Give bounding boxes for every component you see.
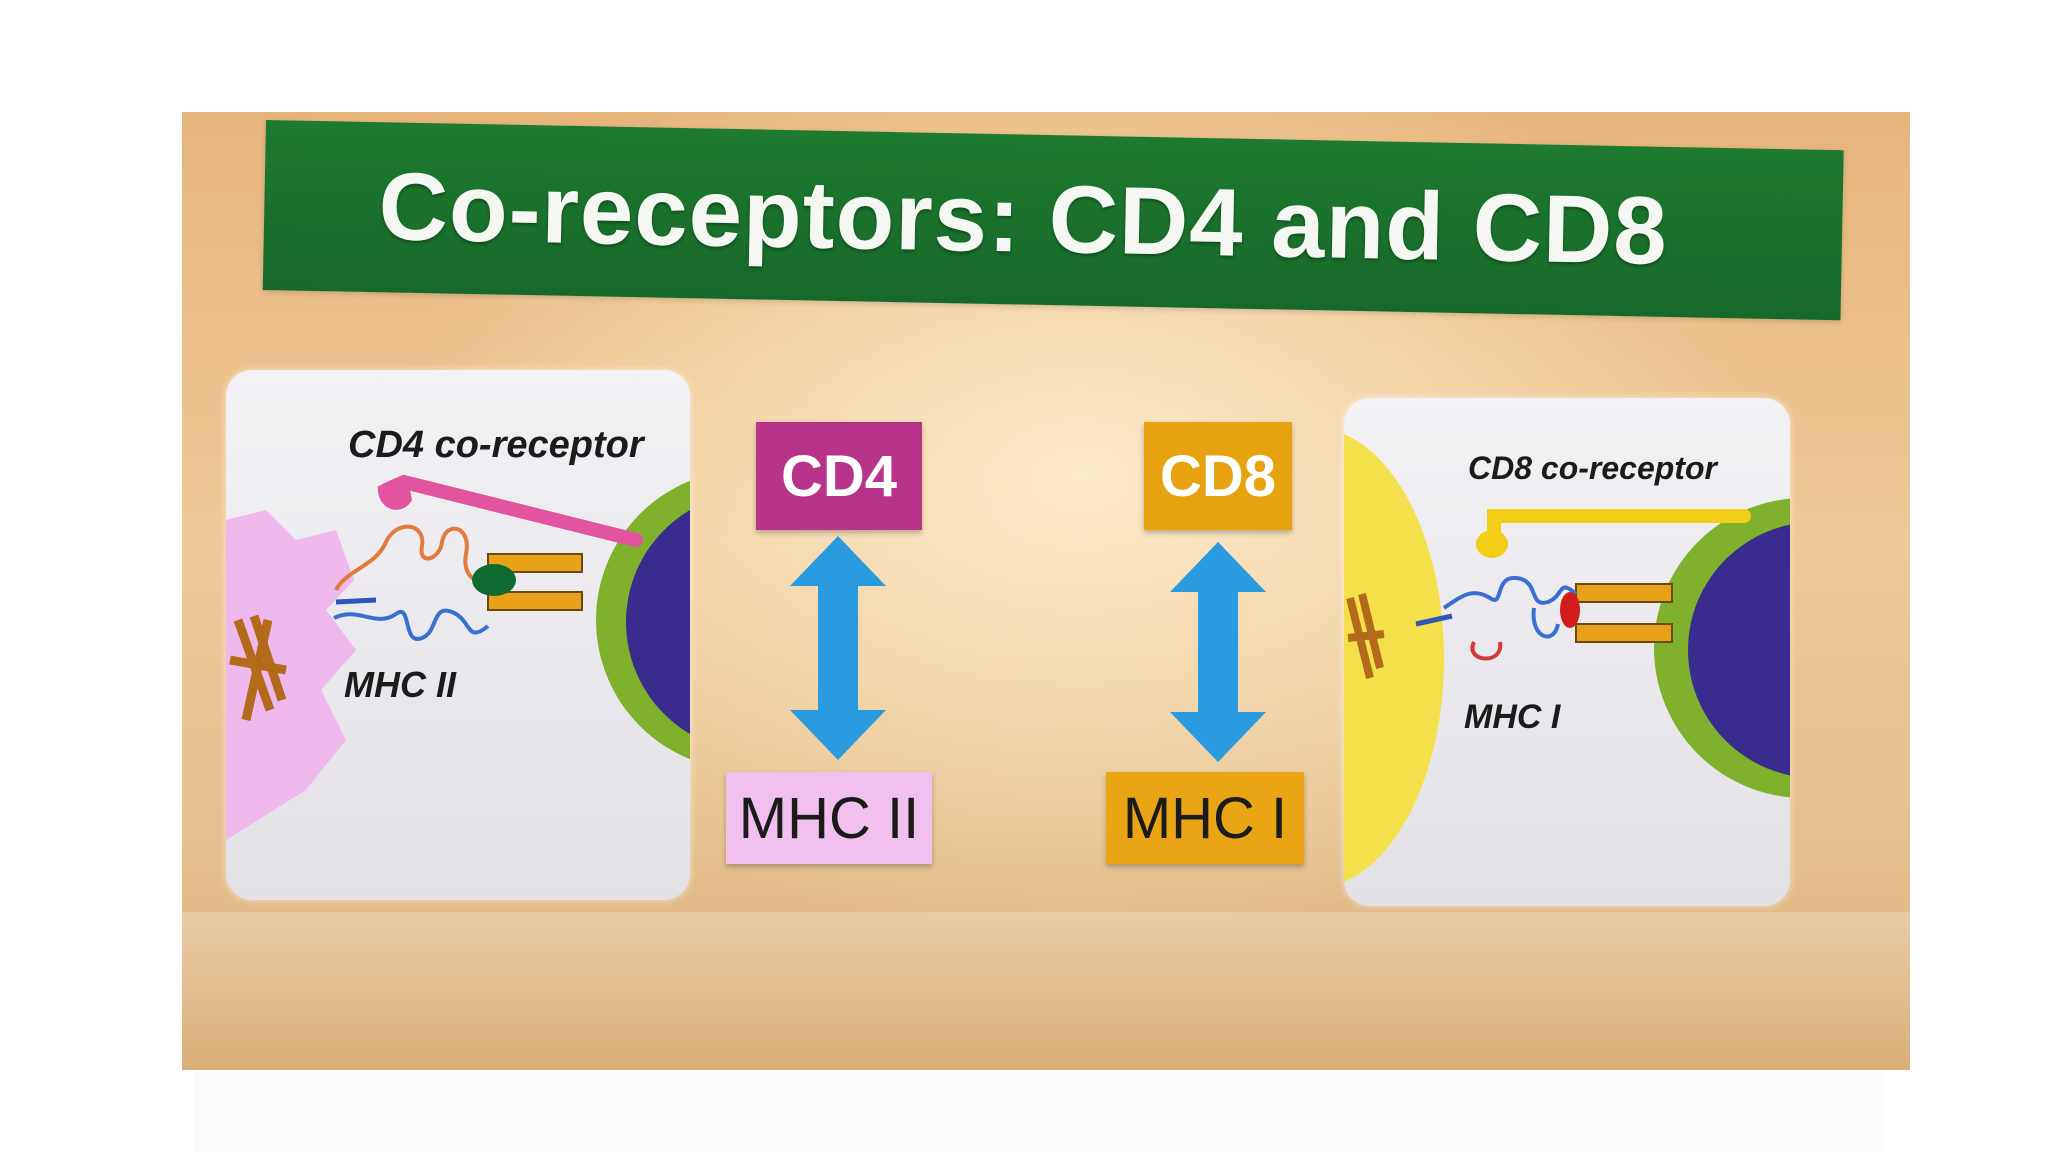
cd8-rod — [1487, 509, 1751, 537]
beta2-microglobulin — [1470, 641, 1503, 661]
cd8-mhc1-illustration — [1344, 434, 1790, 882]
mhc1-heavy-chain — [1442, 576, 1578, 610]
mhc2-panel-label: MHC II — [344, 664, 456, 705]
mhc1-box: MHC I — [1106, 772, 1304, 864]
tcr-bar-bottom — [1575, 623, 1673, 643]
cd4-coreceptor-label: CD4 co-receptor — [348, 424, 644, 466]
antigen-peptide-red — [1560, 592, 1580, 628]
title-bar: Co-receptors: CD4 and CD8 — [262, 120, 1844, 321]
cd4-mhc2-illustration — [226, 474, 690, 840]
peptide — [1415, 613, 1453, 627]
floor-reflection — [182, 912, 1910, 1070]
cd4-head — [377, 480, 412, 510]
bottom-band — [194, 1070, 1884, 1152]
double-arrow-icon — [1170, 542, 1266, 762]
t-cell-nucleus — [626, 510, 690, 734]
cd4-rod — [379, 474, 643, 547]
tcr-bar-top — [487, 553, 583, 573]
mhc2-box: MHC II — [726, 772, 932, 864]
cd8-coreceptor-label: CD8 co-receptor — [1468, 450, 1717, 486]
mhc1-alpha3-loop — [1531, 607, 1560, 639]
target-cell — [1344, 434, 1444, 882]
slide: Co-receptors: CD4 and CD8 CD4 co-r — [182, 112, 1910, 1070]
mhc2-alpha-chain — [334, 524, 489, 592]
antigen-presenting-cell — [226, 510, 356, 840]
mhc2-beta-chain — [333, 608, 490, 641]
organelle-icon — [1346, 593, 1385, 679]
peptide — [335, 597, 377, 605]
double-arrow-icon — [790, 536, 886, 760]
cd8-diagram-panel: CD8 co-receptor MHC I — [1344, 398, 1790, 906]
t-cell-nucleus — [1688, 524, 1790, 776]
mhc1-panel-label: MHC I — [1464, 698, 1561, 736]
antigen-peptide-green — [472, 564, 516, 596]
slide-title: Co-receptors: CD4 and CD8 — [377, 153, 1669, 285]
tcr-bar-bottom — [487, 591, 583, 611]
cd4-diagram-panel: CD4 co-receptor MHC II — [226, 370, 690, 900]
organelle-icon — [229, 614, 287, 721]
cd4-box: CD4 — [756, 422, 922, 530]
cd8-head — [1476, 530, 1508, 558]
cd8-box: CD8 — [1144, 422, 1292, 530]
tcr-bar-top — [1575, 583, 1673, 603]
